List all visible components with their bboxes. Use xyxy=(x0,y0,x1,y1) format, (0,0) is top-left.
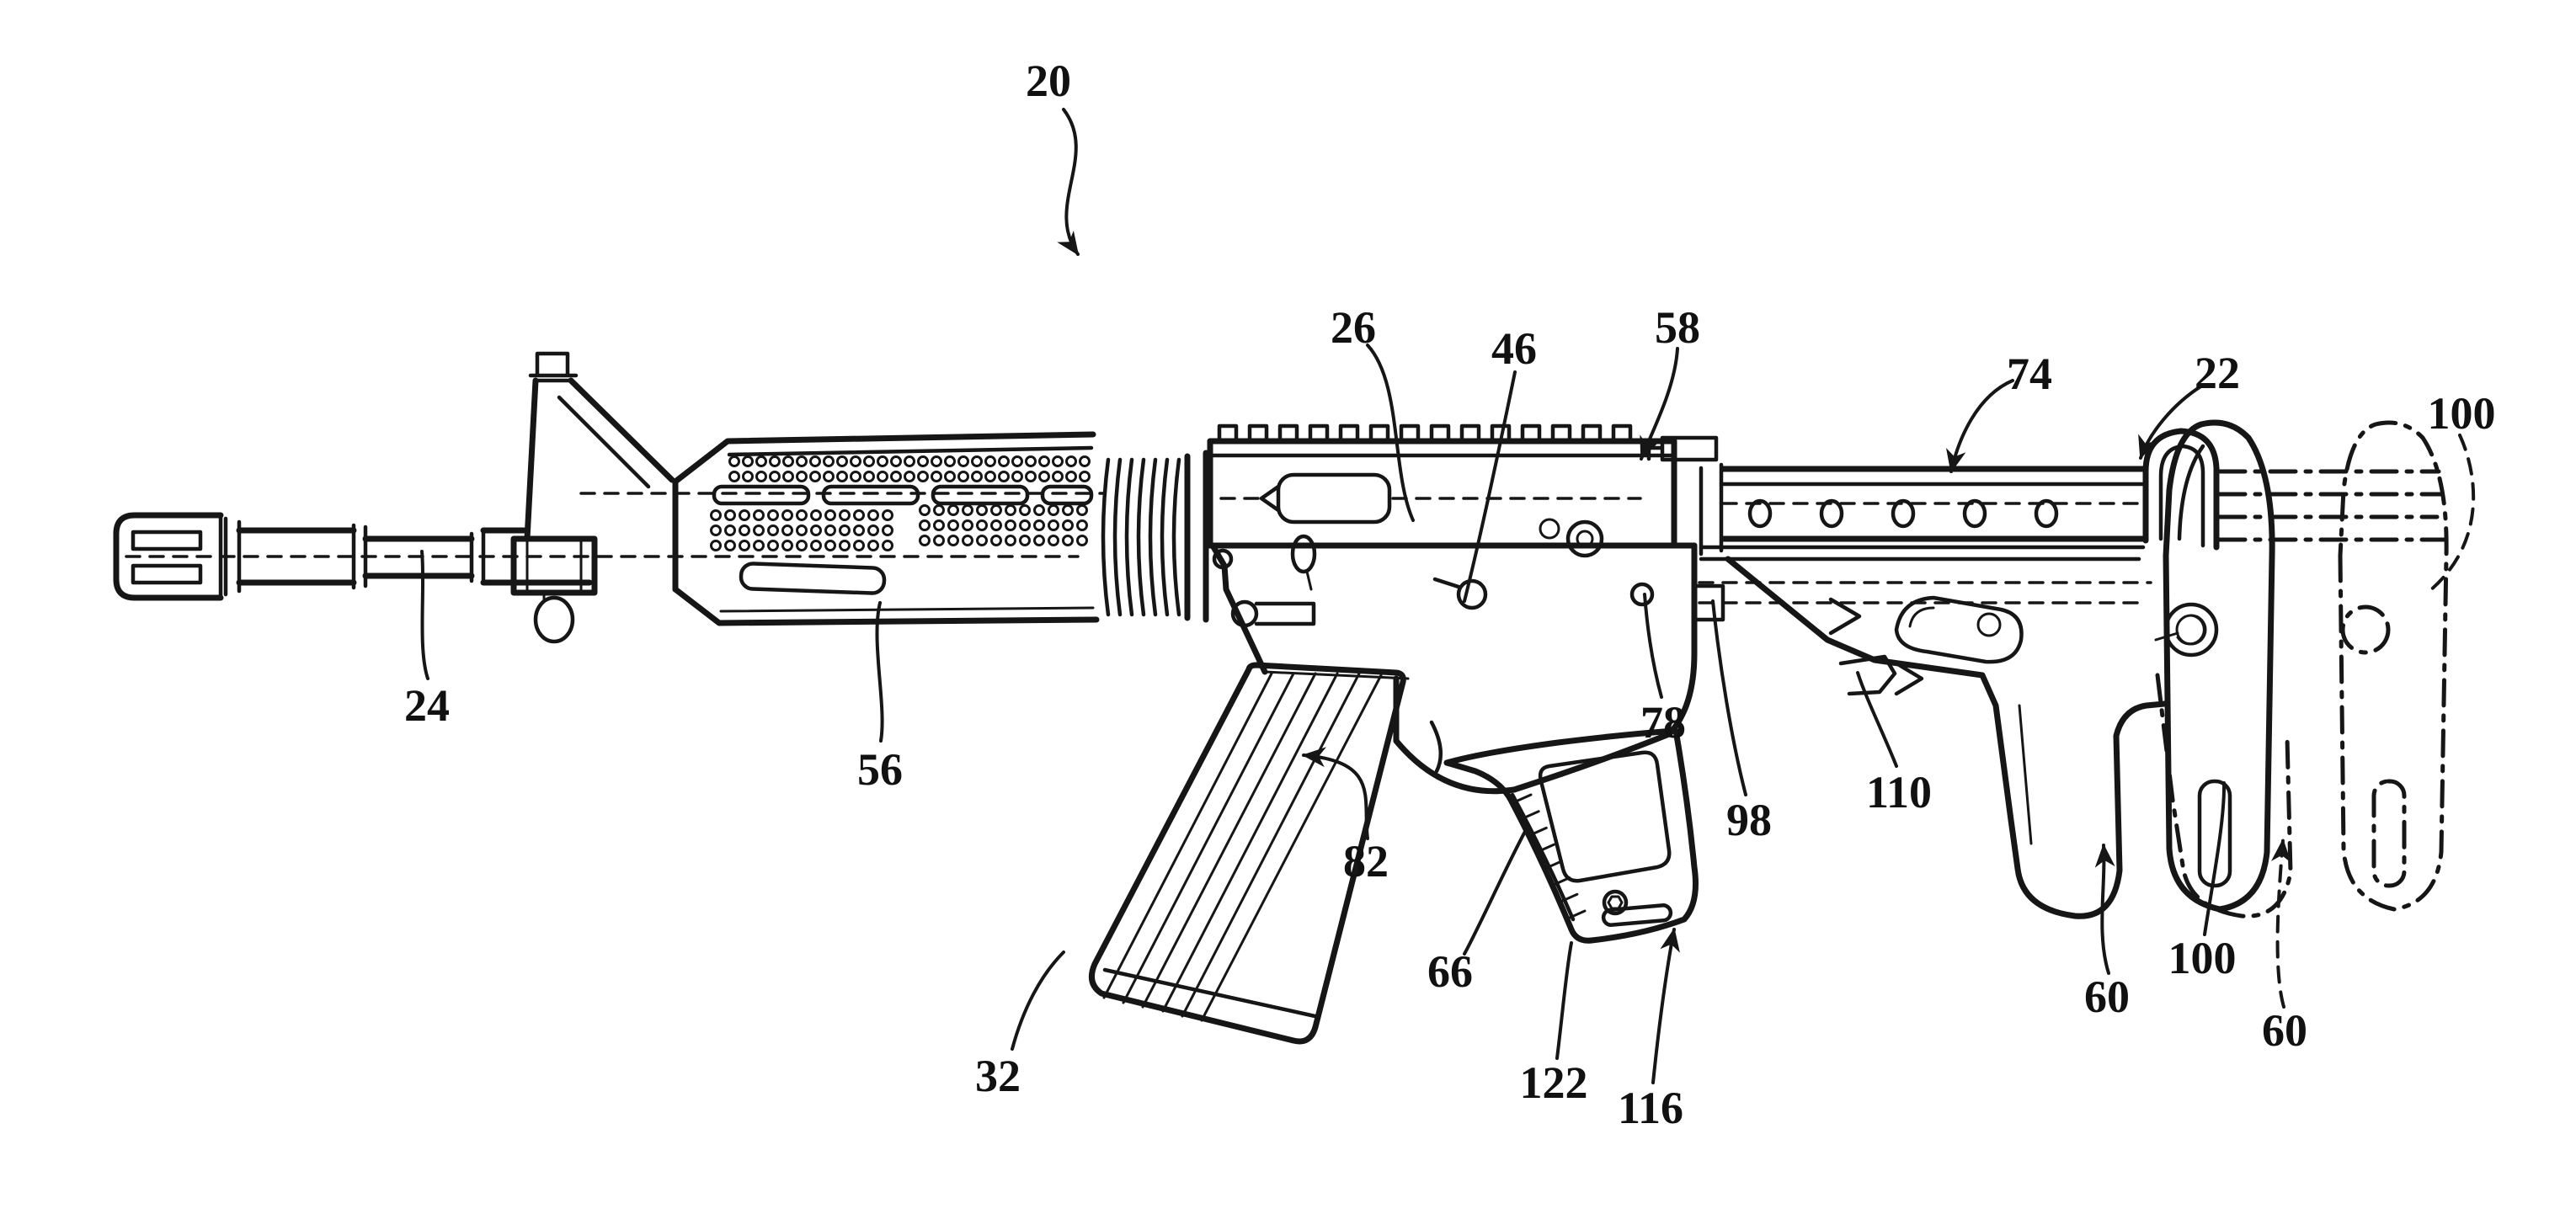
buffer-tube xyxy=(1720,466,2149,542)
callout-22: 22 xyxy=(2138,348,2240,460)
ref-label-58: 58 xyxy=(1655,302,1700,353)
stock-body xyxy=(1698,419,2275,919)
callout-122: 122 xyxy=(1520,941,1588,1108)
phantom-butt-plate xyxy=(2338,420,2449,912)
callout-98: 98 xyxy=(1711,599,1772,845)
grip-bottom-slot xyxy=(1601,903,1673,927)
rifle-line-art xyxy=(113,351,2449,1045)
pivot-pin xyxy=(1212,548,1234,570)
callout-60a: 60 xyxy=(2084,844,2130,1022)
handguard-vent-holes xyxy=(710,455,1091,551)
delta-ring xyxy=(1101,450,1209,623)
buffer-tube-position-holes xyxy=(1747,498,2059,529)
trigger xyxy=(1429,720,1443,774)
stock-extended-phantom xyxy=(2155,420,2449,919)
lower-receiver xyxy=(1209,462,1725,795)
grip-serration-edge xyxy=(1510,792,1576,922)
ref-label-46: 46 xyxy=(1491,323,1537,374)
ref-label-22: 22 xyxy=(2195,348,2240,398)
ref-label-60b: 60 xyxy=(2262,1005,2307,1056)
grip-serrations xyxy=(1514,793,1587,919)
front-sight xyxy=(510,351,1107,644)
callout-32: 32 xyxy=(975,950,1065,1101)
magazine-floorplate xyxy=(1102,967,1321,1020)
ref-label-20: 20 xyxy=(1026,56,1071,106)
ref-label-66: 66 xyxy=(1427,946,1473,997)
ref-label-32: 32 xyxy=(975,1051,1021,1101)
bolt-catch xyxy=(1290,534,1317,574)
trigger-guard xyxy=(1393,737,1517,795)
handguard-bottom-slot xyxy=(739,562,887,595)
callout-24: 24 xyxy=(404,550,450,731)
upper-receiver xyxy=(1207,423,1719,558)
ref-label-98: 98 xyxy=(1726,795,1772,845)
ref-label-56: 56 xyxy=(857,744,903,795)
pistol-grip xyxy=(1443,727,1699,944)
callout-20: 20 xyxy=(1026,56,1080,256)
callout-46: 46 xyxy=(1463,323,1537,603)
ref-label-74: 74 xyxy=(2007,349,2052,399)
ref-label-116: 116 xyxy=(1618,1083,1683,1133)
castle-nut xyxy=(1699,462,1724,556)
callout-60b: 60 xyxy=(2262,839,2307,1056)
picatinny-rail xyxy=(1217,423,1646,444)
callout-78: 78 xyxy=(1640,593,1686,748)
ref-label-100b: 100 xyxy=(2168,933,2237,983)
ref-label-24: 24 xyxy=(404,680,450,731)
callout-66: 66 xyxy=(1427,827,1528,997)
phantom-sling-slot xyxy=(2371,779,2407,888)
grip-panel xyxy=(1538,750,1672,883)
callout-58: 58 xyxy=(1640,302,1700,461)
magazine-release xyxy=(1230,599,1259,628)
callout-116: 116 xyxy=(1618,928,1683,1133)
callout-82: 82 xyxy=(1302,747,1389,887)
phantom-stock-arm xyxy=(2155,673,2293,919)
ref-label-100a: 100 xyxy=(2428,388,2496,439)
callout-100b: 100 xyxy=(2168,781,2237,983)
handguard-slots xyxy=(712,484,1094,506)
ref-label-122: 122 xyxy=(1520,1057,1588,1108)
magazine xyxy=(1088,662,1406,1045)
forward-assist xyxy=(1565,519,1604,558)
callout-74: 74 xyxy=(1946,349,2052,473)
barrel xyxy=(125,523,1080,590)
ref-label-78: 78 xyxy=(1640,697,1686,748)
butt-sling-slot xyxy=(2197,779,2232,888)
ref-label-26: 26 xyxy=(1331,302,1376,353)
callout-26: 26 xyxy=(1331,302,1415,522)
callout-56: 56 xyxy=(857,601,903,795)
magazine-ribs xyxy=(1102,672,1383,1022)
ref-label-82: 82 xyxy=(1343,836,1389,887)
ref-label-60a: 60 xyxy=(2084,972,2130,1022)
sling-swivel xyxy=(533,595,575,644)
takedown-pin xyxy=(1629,582,1655,607)
reference-callouts: 20 24 56 32 82 66 122 116 78 98 110 26 46 58 74 22 100 60… xyxy=(404,56,2496,1133)
callout-110: 110 xyxy=(1856,671,1932,817)
callout-100a: 100 xyxy=(2428,388,2496,593)
stock-arm xyxy=(1725,556,2168,919)
phantom-knob xyxy=(2340,604,2391,655)
safety-selector xyxy=(1456,578,1488,610)
stock-release-lever xyxy=(1838,654,1897,696)
ejection-port xyxy=(1276,472,1392,524)
ref-label-110: 110 xyxy=(1866,767,1932,817)
handguard xyxy=(672,431,1100,626)
stock-kidney-slot xyxy=(1894,595,2024,664)
grip-screw xyxy=(1602,889,1629,916)
adjustment-knob xyxy=(2163,602,2219,658)
